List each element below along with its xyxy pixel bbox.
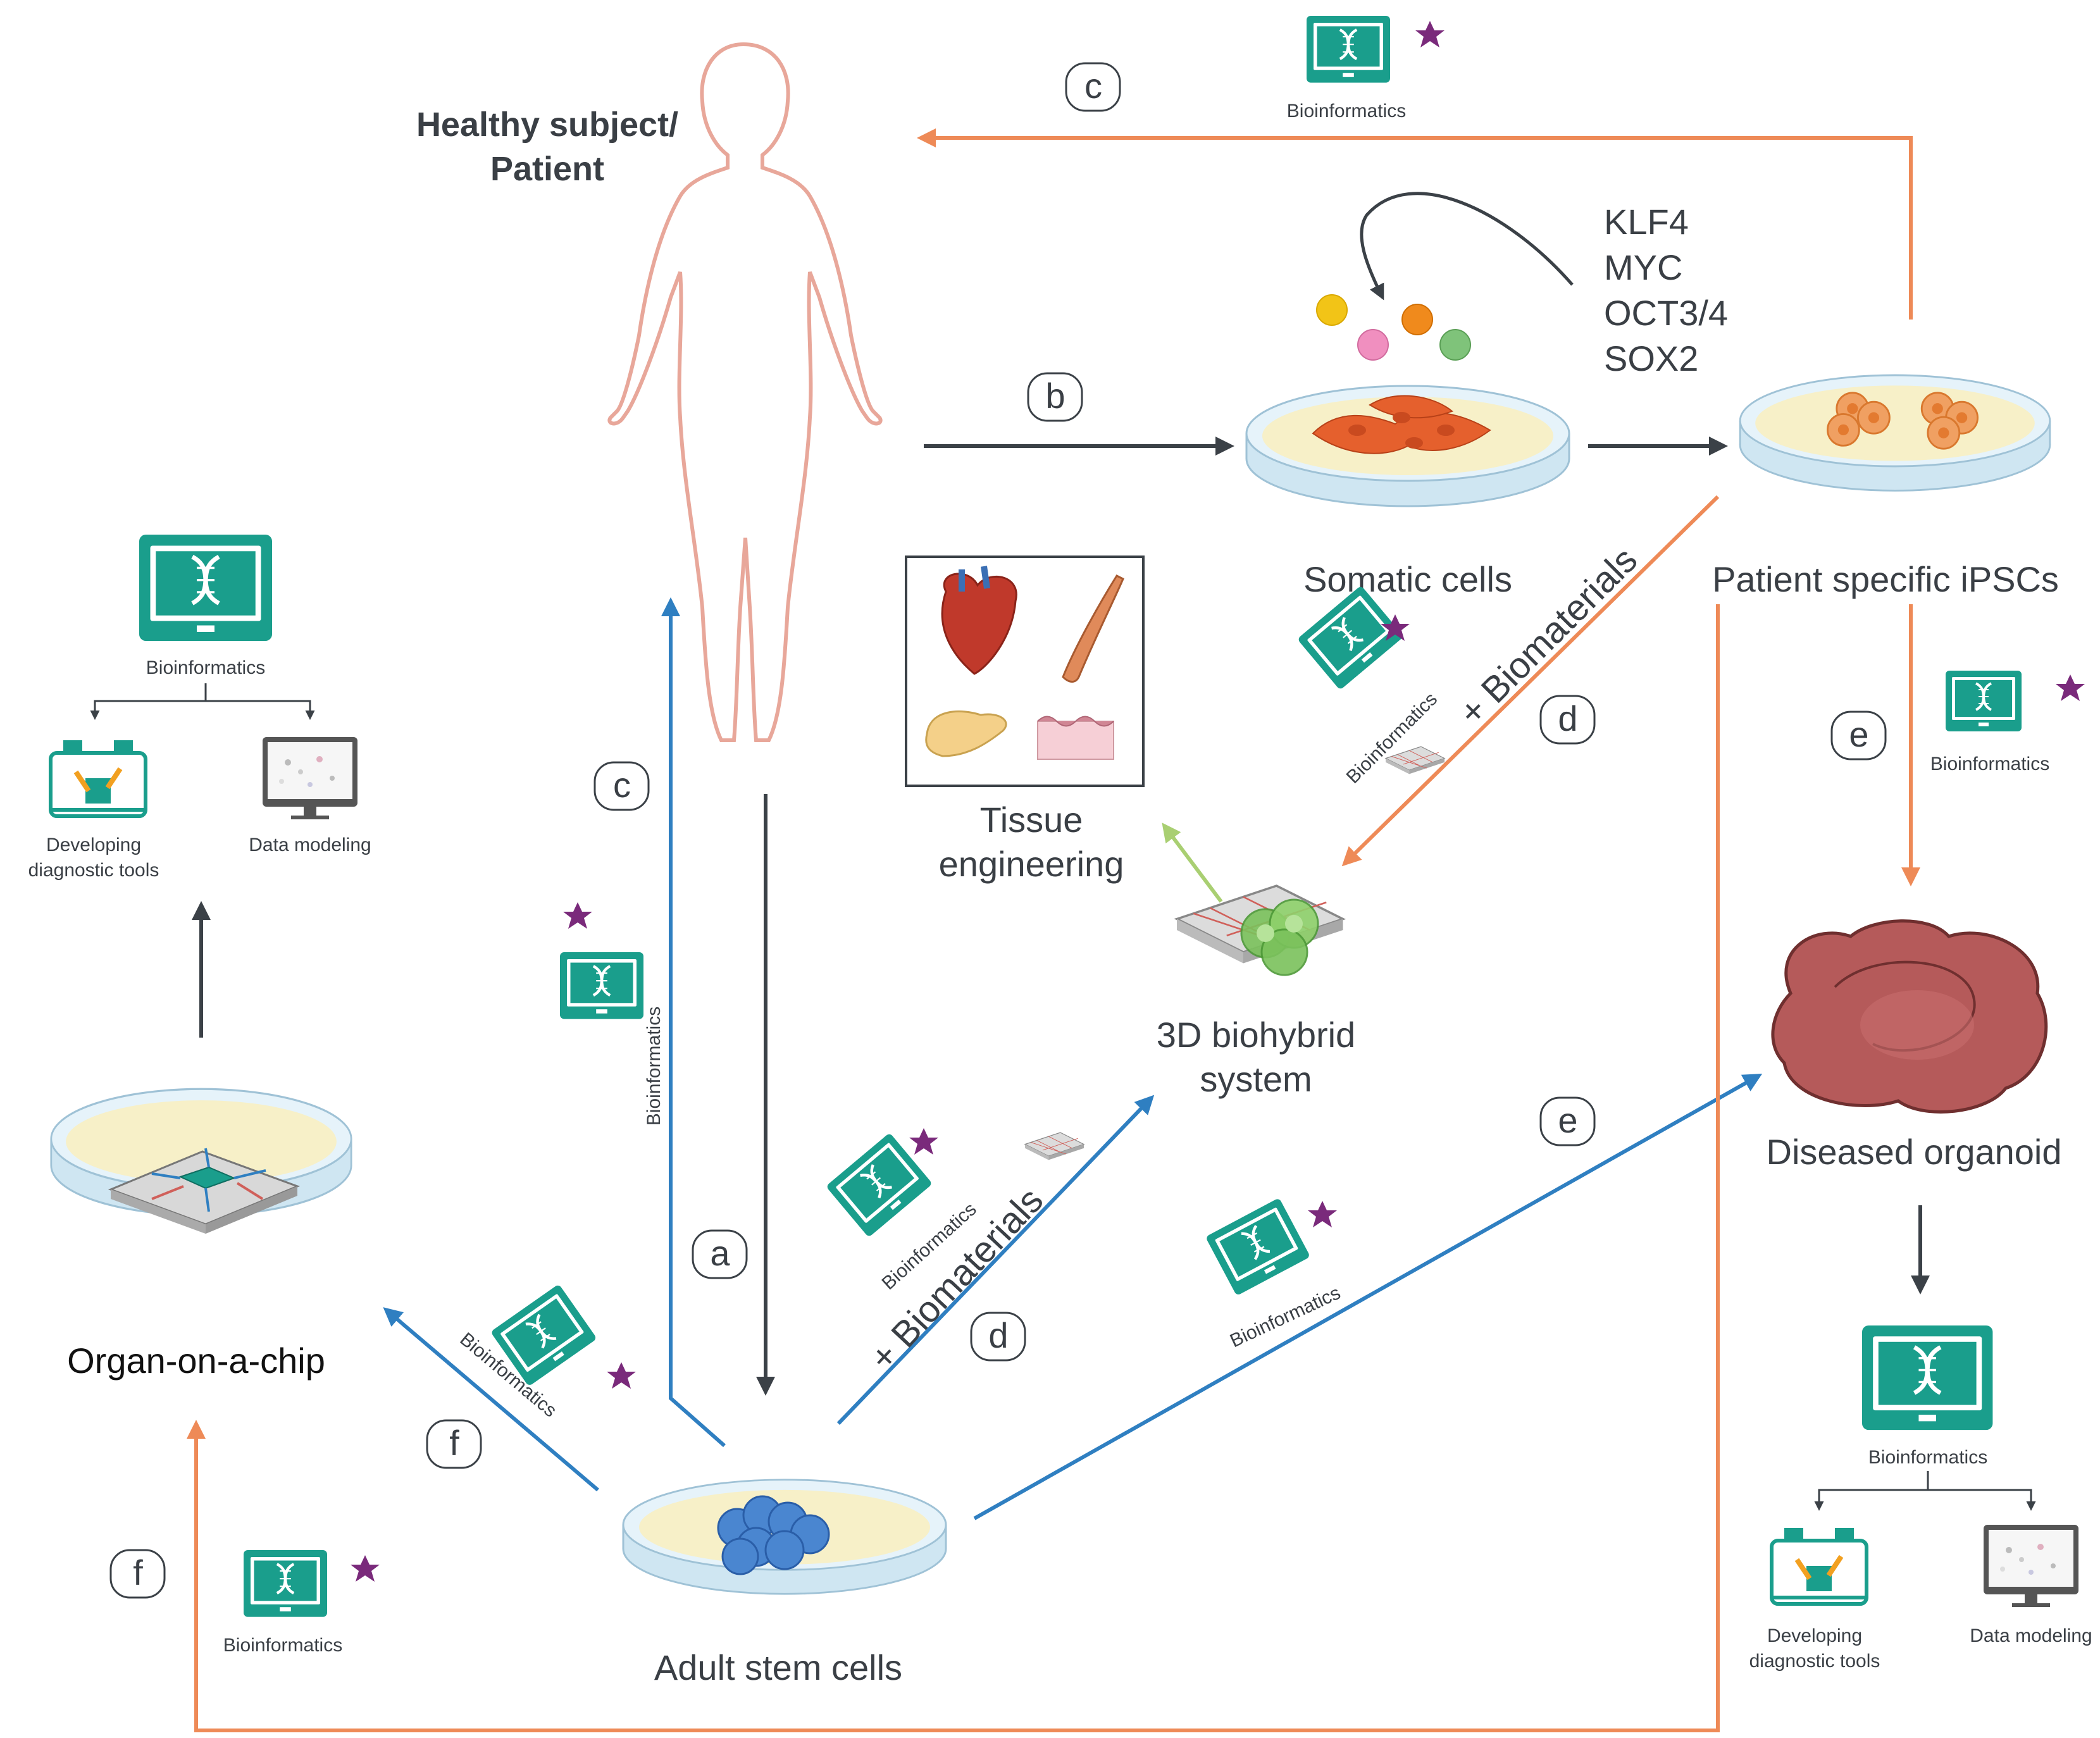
- step-label-d-upper: d: [1539, 695, 1596, 745]
- bioinformatics-label: Bioinformatics: [1868, 1447, 1987, 1468]
- blue-cells-icon: [717, 1495, 830, 1575]
- step-label-e-right: e: [1830, 711, 1887, 760]
- factor-spheres-icon: [1316, 294, 1471, 361]
- bioinformatics-label: Bioinformatics: [1287, 101, 1406, 121]
- star-icon: [1415, 21, 1445, 47]
- output-diag-line2: diagnostic tools: [28, 860, 159, 881]
- step-label-a: a: [692, 1229, 748, 1279]
- monitor-dna-icon: [1862, 1325, 1992, 1430]
- svg-text:e: e: [1558, 1100, 1577, 1140]
- pancreas-icon: [925, 710, 1007, 757]
- star-icon: [563, 902, 592, 929]
- data-monitor-icon: [1984, 1525, 2078, 1607]
- svg-text:c: c: [613, 765, 631, 805]
- svg-text:f: f: [133, 1553, 143, 1592]
- node-biohybrid-line1: 3D biohybrid: [1157, 1015, 1355, 1055]
- bioinformatics-label: Bioinformatics: [643, 1007, 664, 1126]
- step-label-c-left: c: [593, 761, 650, 811]
- monitor-dna-icon: [560, 952, 643, 1019]
- node-somatic-cells: Somatic cells: [1303, 559, 1512, 599]
- skin-icon: [1037, 716, 1114, 760]
- node-tissue-line2: engineering: [939, 844, 1124, 884]
- petri-dish-icon: [1739, 374, 2051, 492]
- bioinformatics-label: Bioinformatics: [146, 657, 265, 678]
- step-label-c-top: c: [1065, 62, 1121, 112]
- factors-list: KLF4 MYC OCT3/4 SOX2: [1604, 202, 1728, 378]
- node-organ-on-a-chip: Organ-on-a-chip: [67, 1341, 325, 1381]
- output-data-modeling: Data modeling: [249, 835, 371, 855]
- bioinformatics-label: Bioinformatics: [223, 1635, 342, 1656]
- arrow-c-top: [917, 128, 1913, 320]
- microfluidic-chip-icon: [108, 1148, 301, 1234]
- output-data-modeling: Data modeling: [1970, 1625, 2092, 1646]
- petri-dish-icon: [1245, 385, 1570, 507]
- output-diag-line1: Developing: [46, 835, 141, 855]
- step-label-b: b: [1027, 372, 1083, 422]
- diagnostic-device-icon: [1772, 1528, 1867, 1604]
- monitor-dna-icon: [1307, 16, 1390, 83]
- green-cells-icon: [1240, 898, 1319, 976]
- svg-text:e: e: [1849, 714, 1868, 754]
- diagnostic-device-icon: [51, 740, 146, 816]
- step-label-e-center: e: [1539, 1096, 1596, 1146]
- monitor-dna-icon: [244, 1550, 327, 1617]
- factors-curve-arrow: [1360, 192, 1574, 301]
- svg-text:b: b: [1045, 376, 1065, 416]
- svg-text:a: a: [710, 1233, 730, 1273]
- arrow-f-upper: [383, 1307, 599, 1492]
- scaffold-icon: [1385, 746, 1445, 775]
- organoid-icon: [1771, 919, 2048, 1114]
- node-patient-ipscs: Patient specific iPSCs: [1712, 559, 2059, 599]
- muscle-icon: [1062, 574, 1124, 683]
- step-label-f-lower: f: [109, 1549, 166, 1599]
- monitor-dna-icon: [139, 535, 272, 641]
- factor-item: KLF4: [1604, 202, 1689, 242]
- arrow-d-upper: [1341, 495, 1720, 867]
- heart-icon: [941, 566, 1017, 675]
- star-icon: [607, 1362, 636, 1389]
- node-adult-stem-cells: Adult stem cells: [654, 1648, 902, 1687]
- monitor-dna-icon: [1944, 669, 2023, 733]
- star-icon: [351, 1555, 380, 1582]
- monitor-dna-icon: [1205, 1198, 1310, 1296]
- human-silhouette-icon: [607, 42, 883, 742]
- title-line2: Patient: [490, 150, 604, 188]
- factor-item: MYC: [1604, 247, 1682, 287]
- step-label-f-upper: f: [426, 1419, 482, 1469]
- node-diseased-organoid: Diseased organoid: [1767, 1132, 2062, 1172]
- bioinformatics-label: Bioinformatics: [1930, 754, 2049, 774]
- svg-text:f: f: [449, 1423, 459, 1463]
- node-biohybrid-line2: system: [1200, 1059, 1312, 1099]
- arrow-e-center: [973, 1074, 1763, 1520]
- title-line1: Healthy subject/: [416, 106, 678, 144]
- arrow-d-lower: [836, 1095, 1155, 1425]
- arrow-tissue: [1162, 822, 1223, 903]
- svg-text:d: d: [988, 1315, 1008, 1355]
- output-diag-line2: diagnostic tools: [1749, 1651, 1880, 1672]
- step-label-d-lower: d: [970, 1312, 1026, 1362]
- scaffold-icon: [1024, 1132, 1084, 1161]
- star-icon: [2056, 674, 2085, 701]
- arrow-f-lower: [187, 604, 1720, 1732]
- svg-text:d: d: [1558, 698, 1577, 738]
- svg-text:c: c: [1084, 66, 1102, 106]
- data-monitor-icon: [263, 737, 357, 819]
- star-icon: [909, 1128, 938, 1155]
- star-icon: [1308, 1201, 1337, 1227]
- factor-item: OCT3/4: [1604, 293, 1728, 333]
- arrow-c-left: [661, 597, 726, 1448]
- factor-item: SOX2: [1604, 338, 1698, 378]
- bioinformatics-label: Bioinformatics: [1343, 688, 1442, 788]
- node-tissue-line1: Tissue: [980, 800, 1083, 840]
- output-diag-line1: Developing: [1767, 1625, 1862, 1646]
